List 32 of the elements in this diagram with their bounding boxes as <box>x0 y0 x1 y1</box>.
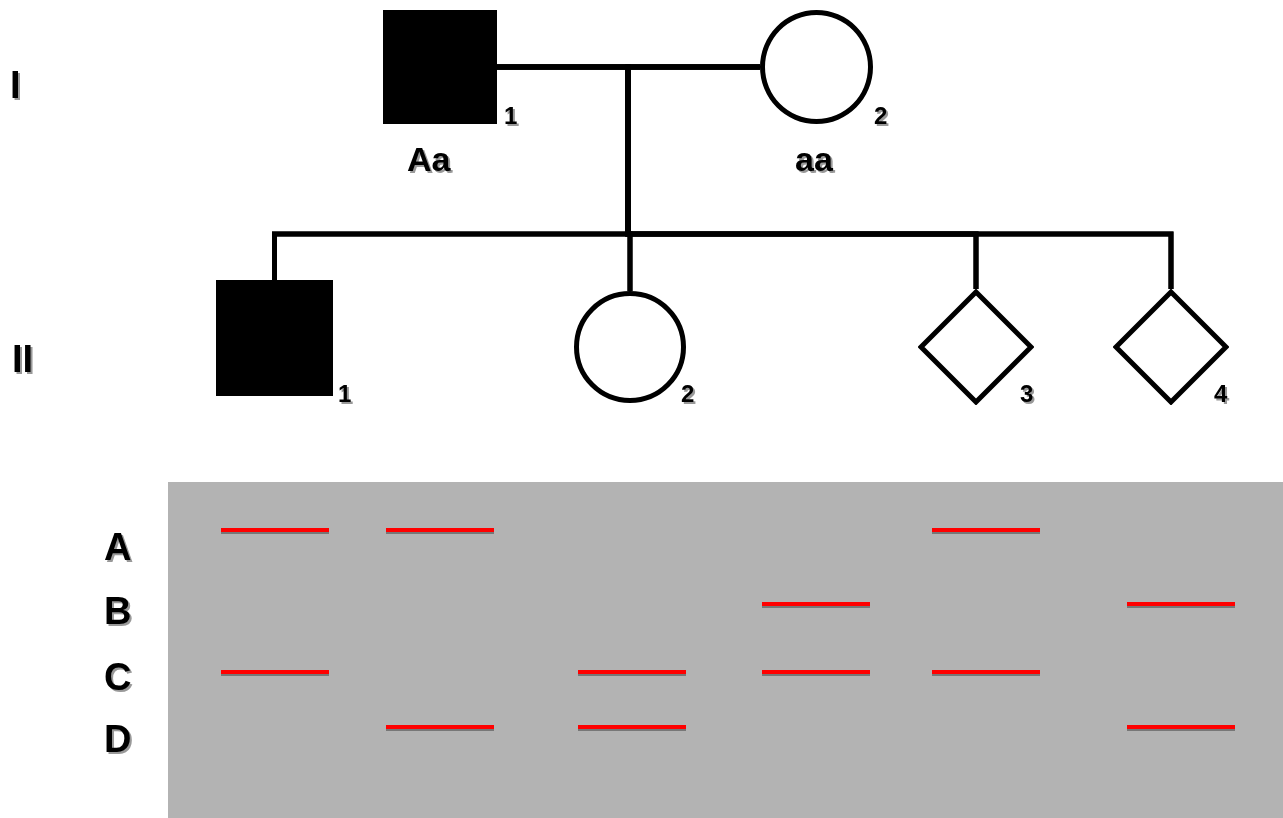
diamond-symbol <box>1113 289 1229 405</box>
individual-number: 2 <box>681 382 695 406</box>
gel-band <box>386 725 494 731</box>
genotype-label: aa <box>795 142 833 176</box>
gel-band <box>932 528 1040 534</box>
allele-label: A <box>104 528 132 566</box>
gel-band <box>932 670 1040 676</box>
generation-label: I <box>10 66 21 104</box>
allele-label: C <box>104 658 132 696</box>
genotype-label: Aa <box>407 142 451 176</box>
gel-band <box>578 725 686 731</box>
individual-number: 2 <box>874 104 888 128</box>
diamond-symbol <box>918 289 1034 405</box>
individual-number: 4 <box>1214 382 1228 406</box>
individual-number: 3 <box>1020 382 1034 406</box>
gel-band <box>1127 725 1235 731</box>
allele-label: B <box>104 592 132 630</box>
gel-panel <box>168 482 1283 818</box>
generation-label: II <box>12 340 34 378</box>
gel-band <box>762 670 870 676</box>
gel-band <box>221 670 329 676</box>
gel-band <box>221 528 329 534</box>
gel-band <box>578 670 686 676</box>
filled-square-symbol <box>216 280 333 396</box>
gel-band <box>1127 602 1235 608</box>
allele-label: D <box>104 720 132 758</box>
individual-number: 1 <box>338 382 352 406</box>
filled-square-symbol <box>383 10 497 124</box>
gel-band <box>762 602 870 608</box>
gel-band <box>386 528 494 534</box>
pedigree-line <box>625 64 1174 289</box>
individual-number: 1 <box>504 104 518 128</box>
